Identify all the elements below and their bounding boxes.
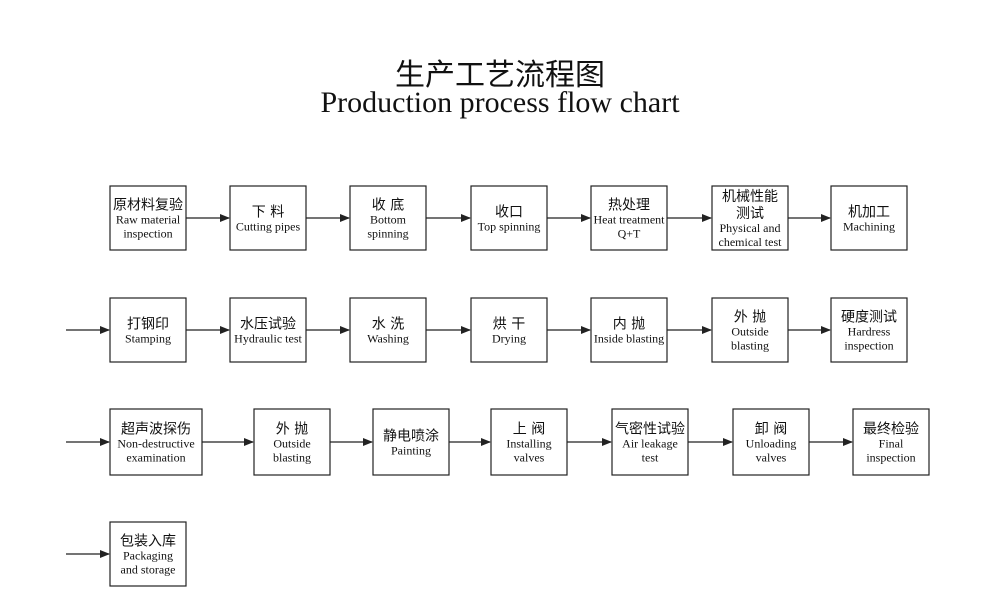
process-step-box: [590, 185, 668, 251]
process-step-box: [253, 408, 331, 476]
process-step-box: [470, 297, 548, 363]
process-step-box: [109, 521, 187, 587]
step-label-en: Final: [879, 437, 904, 451]
step-label-en: test: [642, 451, 659, 465]
process-step-box: [711, 185, 789, 251]
step-label-en: blasting: [731, 339, 769, 353]
step-label-cn: 包装入库: [120, 534, 176, 550]
step-label-cn: 超声波探伤: [121, 422, 191, 438]
step-label-cn: 外 抛: [734, 310, 766, 326]
step-label-en: Machining: [843, 220, 895, 234]
step-label-en: Hardress: [848, 325, 891, 339]
process-step-box: [229, 185, 307, 251]
step-label-en: and storage: [121, 563, 176, 577]
step-label-en: Raw material: [116, 213, 181, 227]
step-label-cn: 机加工: [848, 205, 890, 221]
process-step-box: [470, 185, 548, 251]
step-label-en: inspection: [866, 451, 915, 465]
step-label-en: Air leakage: [622, 437, 678, 451]
step-label-en: Inside blasting: [594, 332, 664, 346]
step-label-cn: 最终检验: [863, 422, 919, 438]
step-label-en: examination: [126, 451, 185, 465]
step-label-en: Washing: [367, 332, 409, 346]
step-label-en: Top spinning: [478, 220, 541, 234]
title-chinese: 生产工艺流程图: [395, 58, 605, 93]
step-label-en: Installing: [506, 437, 551, 451]
step-label-en: Physical and: [720, 221, 781, 235]
step-label-cn: 内 抛: [613, 317, 645, 333]
step-label-en: Heat treatment: [594, 213, 666, 227]
step-label-cn: 卸 阀: [755, 422, 787, 438]
step-label-cn: 下 料: [252, 205, 284, 221]
step-label-cn: 硬度测试: [841, 310, 897, 326]
step-label-cn: 打钢印: [127, 316, 169, 333]
step-label-cn: 测试: [736, 206, 764, 222]
step-label-en: valves: [756, 451, 787, 465]
process-step-box: [852, 408, 930, 476]
step-label-en: Drying: [492, 332, 526, 346]
step-label-en: Painting: [391, 444, 431, 458]
process-step-box: [611, 408, 689, 476]
step-label-en: Unloading: [746, 437, 797, 451]
step-label-cn: 烘 干: [493, 317, 525, 333]
process-step-box: [711, 297, 789, 363]
step-label-cn: 外 抛: [276, 422, 308, 438]
step-label-en: valves: [514, 451, 545, 465]
step-label-en: Cutting pipes: [236, 220, 301, 234]
process-step-box: [830, 297, 908, 363]
step-label-en: Stamping: [125, 332, 171, 346]
step-label-cn: 静电喷涂: [383, 429, 439, 445]
process-step-box: [109, 185, 187, 251]
step-label-cn: 气密性试验: [615, 421, 685, 438]
step-label-en: Non-destructive: [117, 437, 194, 451]
step-label-cn: 上 阀: [513, 422, 545, 438]
step-label-cn: 水压试验: [240, 317, 296, 333]
step-label-cn: 原材料复验: [113, 197, 183, 214]
step-label-en: spinning: [367, 227, 408, 241]
step-label-en: Bottom: [370, 213, 407, 227]
step-label-cn: 水 洗: [372, 317, 404, 333]
step-label-en: Outside: [731, 325, 768, 339]
process-step-box: [830, 185, 908, 251]
step-label-cn: 热处理: [608, 198, 650, 214]
step-label-en: Q+T: [618, 227, 641, 241]
step-label-en: inspection: [123, 227, 172, 241]
process-step-box: [349, 297, 427, 363]
step-label-en: blasting: [273, 451, 311, 465]
step-label-en: Packaging: [123, 549, 173, 563]
process-step-box: [490, 408, 568, 476]
title-english: Production process flow chart: [320, 86, 680, 119]
step-label-cn: 收 底: [372, 198, 404, 214]
step-label-cn: 机械性能: [722, 189, 778, 205]
step-label-en: chemical test: [719, 235, 783, 249]
step-label-en: inspection: [844, 339, 893, 353]
step-label-en: Hydraulic test: [234, 332, 302, 346]
step-label-en: Outside: [273, 437, 310, 451]
step-label-cn: 收口: [495, 205, 523, 221]
